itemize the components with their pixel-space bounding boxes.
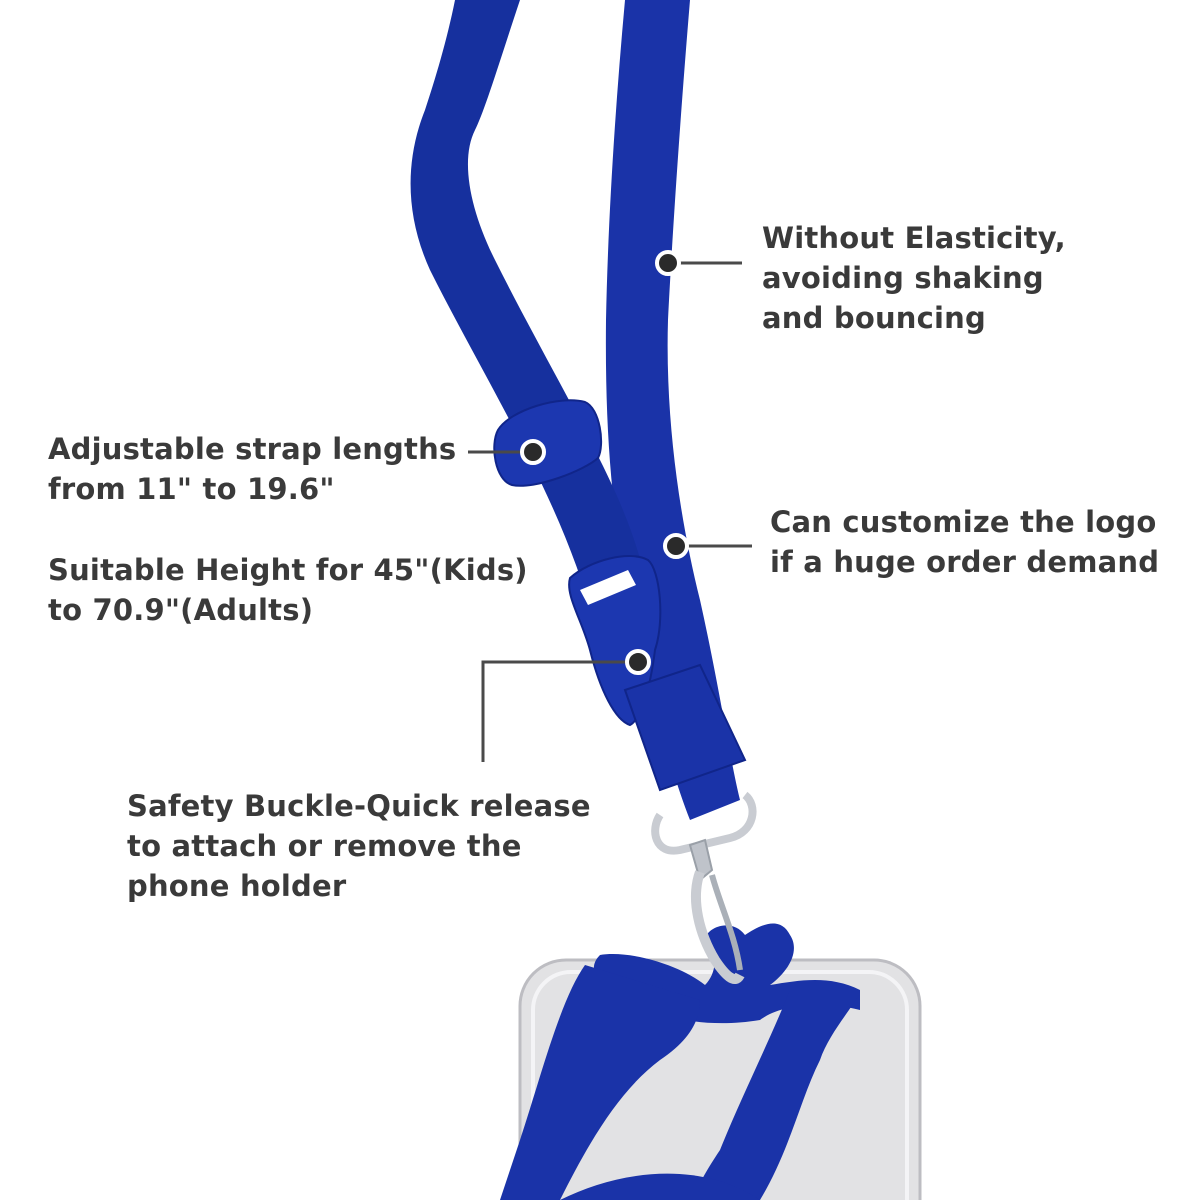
metal-clip: [651, 791, 757, 984]
callout-line: phone holder: [127, 869, 347, 903]
callout-line: to attach or remove the: [127, 829, 522, 863]
callout-dots: [520, 250, 689, 675]
callout-line: Suitable Height for 45"(Kids): [48, 553, 528, 587]
callout-line: from 11" to 19.6": [48, 472, 335, 506]
callout-line: Adjustable strap lengths: [48, 432, 457, 466]
marker-dot: [625, 649, 651, 675]
callout-line: to 70.9"(Adults): [48, 593, 314, 627]
callout-height: Suitable Height for 45"(Kids) to 70.9"(A…: [48, 550, 528, 630]
callout-elasticity: Without Elasticity, avoiding shaking and…: [762, 218, 1066, 338]
marker-dot: [663, 533, 689, 559]
callout-line: and bouncing: [762, 301, 986, 335]
callout-buckle: Safety Buckle-Quick release to attach or…: [127, 786, 591, 906]
callout-line: Safety Buckle-Quick release: [127, 789, 591, 823]
safety-buckle: [568, 555, 747, 792]
callout-line: avoiding shaking: [762, 261, 1044, 295]
callout-line: Without Elasticity,: [762, 221, 1066, 255]
lanyard-strap-front: [410, 0, 650, 625]
callout-logo: Can customize the logo if a huge order d…: [770, 502, 1159, 582]
callout-line: Can customize the logo: [770, 505, 1157, 539]
callout-adjustable: Adjustable strap lengths from 11" to 19.…: [48, 429, 456, 509]
marker-dot: [655, 250, 681, 276]
strap-adjuster: [493, 399, 603, 487]
callout-line: if a huge order demand: [770, 545, 1160, 579]
marker-dot: [520, 439, 546, 465]
